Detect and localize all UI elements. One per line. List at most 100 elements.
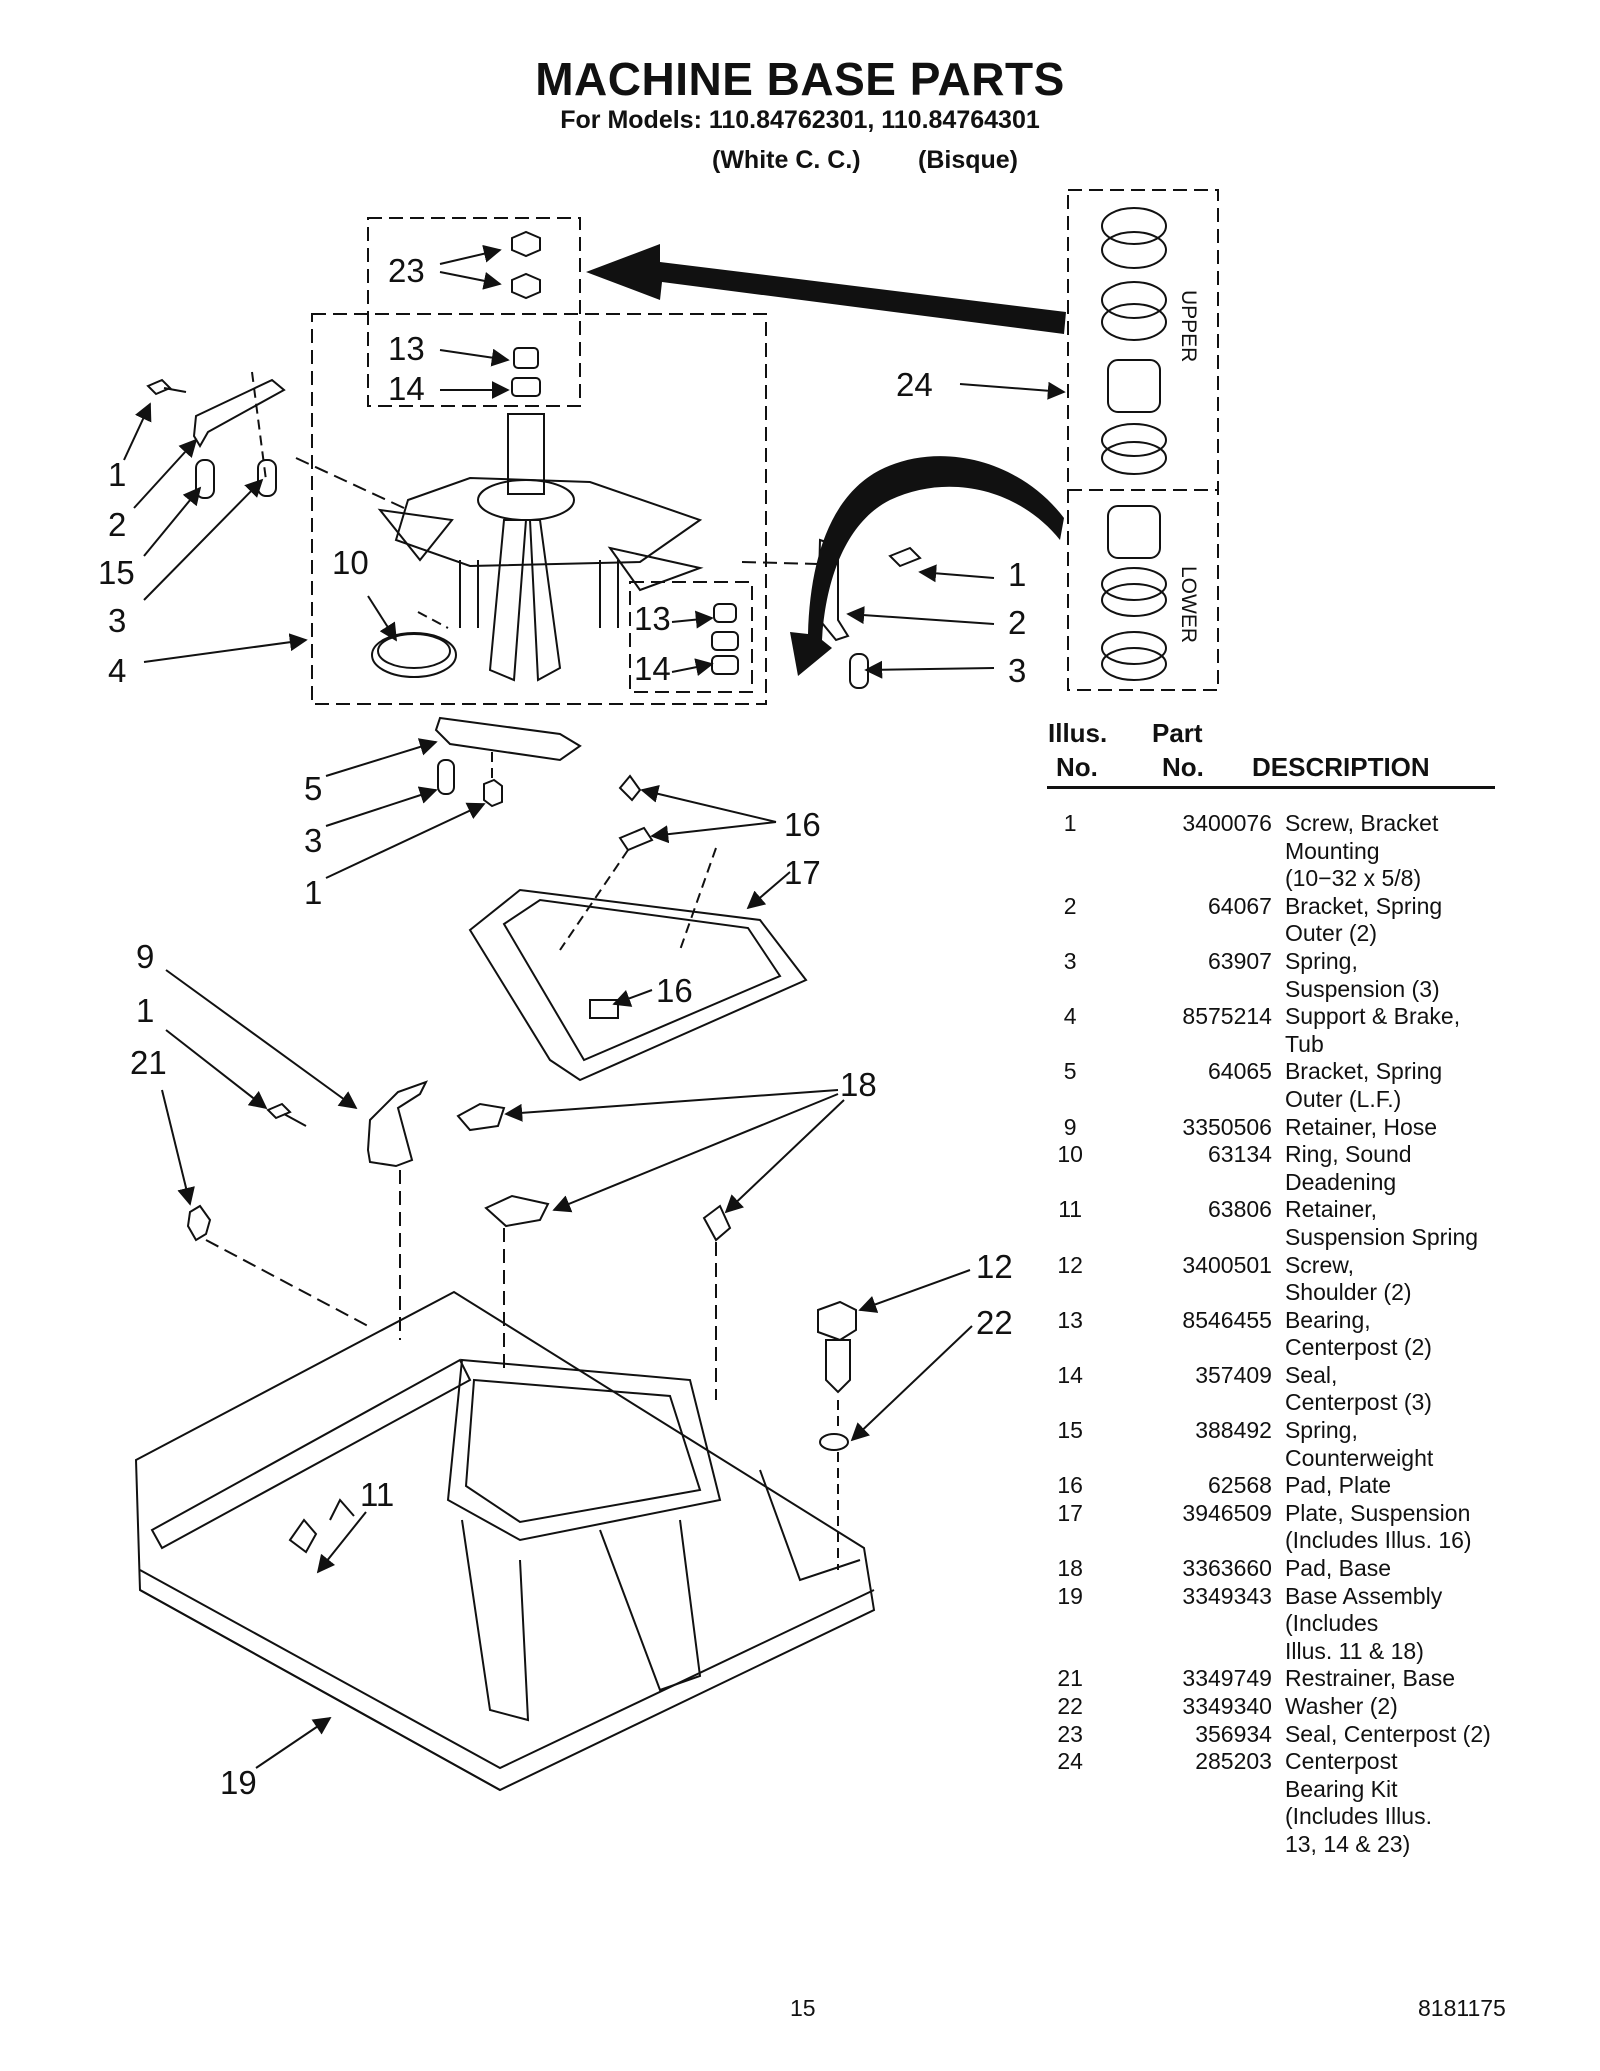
illus-number: 24 [1057, 1748, 1083, 1775]
illus-number: 16 [1057, 1472, 1083, 1499]
callout-10: 10 [332, 544, 369, 581]
illus-number: 4 [1063, 1003, 1077, 1030]
part-description: Ring, Sound Deadening [1284, 1141, 1412, 1195]
part-number: 285203 [1195, 1748, 1272, 1775]
callout-22: 22 [976, 1304, 1013, 1341]
part-number: 3400501 [1182, 1251, 1272, 1278]
part-number: 63907 [1207, 947, 1272, 974]
illus-number: 17 [1057, 1499, 1083, 1526]
callout-5: 5 [304, 770, 322, 807]
illus-number: 5 [1063, 1058, 1077, 1085]
header-illus-line1: Illus. [1048, 718, 1108, 748]
part-description: Base Assembly (Includes Illus. 11 & 18) [1284, 1582, 1443, 1664]
part-number: 8575214 [1182, 1003, 1272, 1030]
callout-3-lower: 3 [304, 822, 322, 859]
seal-23-drawing [511, 230, 541, 300]
part-number: 63134 [1207, 1141, 1272, 1168]
kit-lower-label: LOWER [1177, 566, 1200, 643]
page-title: MACHINE BASE PARTS [535, 53, 1065, 105]
callout-16-plate: 16 [656, 972, 693, 1009]
part-number: 64065 [1207, 1058, 1272, 1085]
part-description: Retainer, Suspension Spring [1284, 1196, 1479, 1250]
part-number: 64067 [1207, 892, 1272, 919]
header-illus-line2: No. [1056, 752, 1098, 782]
table-row: 4 8575214 Support & Brake, Tub [1047, 1003, 1507, 1058]
illus-number: 1 [1063, 810, 1077, 836]
part-description: Pad, Base [1284, 1555, 1392, 1582]
part-number: 3349340 [1182, 1693, 1272, 1719]
illus-number: 14 [1057, 1361, 1083, 1388]
illus-number: 9 [1063, 1113, 1077, 1140]
callout-14-box: 14 [634, 650, 671, 687]
illus-number: 3 [1063, 947, 1077, 974]
header-part-line2: No. [1162, 752, 1204, 782]
part-description: Spring, Suspension (3) [1284, 947, 1440, 1002]
callout-17: 17 [784, 854, 821, 891]
part-description: Spring, Counterweight [1284, 1417, 1434, 1471]
part-description: Support & Brake, Tub [1284, 1003, 1461, 1057]
parts-table-body: 1 3400076 Screw, Bracket Mounting (10−32 x… [1047, 810, 1507, 1859]
part-number: 357409 [1195, 1361, 1272, 1388]
part-description: Centerpost Bearing Kit (Includes Illus. … [1284, 1748, 1432, 1857]
callout-1-left: 1 [108, 456, 126, 493]
illus-number: 18 [1057, 1555, 1083, 1582]
callout-16-top: 16 [784, 806, 821, 843]
part-number: 8546455 [1182, 1306, 1272, 1333]
illus-number: 11 [1058, 1196, 1083, 1223]
callout-24: 24 [896, 366, 933, 403]
callout-3-right: 3 [1008, 652, 1026, 689]
part-description: Bearing, Centerpost (2) [1284, 1306, 1432, 1361]
part-description: Screw, Bracket Mounting (10−32 x 5/8) [1284, 810, 1439, 892]
table-row: 1 3400076 Screw, Bracket Mounting (10−32 x… [1047, 810, 1507, 893]
callout-1-lower: 1 [304, 874, 322, 911]
part-description: Restrainer, Base [1284, 1665, 1455, 1692]
table-row: 24 285203 Centerpost Bearing Kit (Includes… [1047, 1748, 1507, 1858]
part-number: 3400076 [1182, 810, 1272, 836]
model-2-color: (Bisque) [918, 146, 1018, 174]
callout-13: 13 [388, 330, 425, 367]
callout-1-hose: 1 [136, 992, 154, 1029]
part-description: Seal, Centerpost (2) [1284, 1720, 1491, 1747]
callout-3-left: 3 [108, 602, 126, 639]
callout-15: 15 [98, 554, 135, 591]
models-subtitle: For Models: 110.84762301, 110.84764301 [560, 106, 1040, 134]
part-description: Seal, Centerpost (3) [1284, 1361, 1432, 1416]
illus-number: 15 [1057, 1417, 1083, 1444]
callout-numbers: 23 13 14 24 1 2 15 3 4 10 13 14 1 2 3 5 … [98, 252, 1026, 1801]
table-header-rule [1047, 786, 1495, 789]
callout-23: 23 [388, 252, 425, 289]
illus-number: 2 [1063, 892, 1077, 919]
part-description: Retainer, Hose [1284, 1113, 1438, 1140]
part-number: 3349343 [1182, 1582, 1272, 1609]
illus-number: 12 [1057, 1251, 1083, 1278]
callout-18: 18 [840, 1066, 877, 1103]
callout-9: 9 [136, 938, 154, 975]
kit-upper-label: UPPER [1177, 290, 1200, 362]
callout-2-right: 2 [1008, 604, 1026, 641]
callout-12: 12 [976, 1248, 1013, 1285]
part-description: Washer (2) [1284, 1693, 1398, 1719]
header-part-line1: Part [1152, 718, 1203, 748]
table-row: 14 357409 Seal, Centerpost (3) [1047, 1362, 1507, 1417]
part-number: 3349749 [1182, 1665, 1272, 1692]
illus-number: 21 [1057, 1665, 1083, 1692]
callout-19: 19 [220, 1764, 257, 1801]
callout-13-box: 13 [634, 600, 671, 637]
part-number: 3350506 [1182, 1113, 1272, 1140]
table-row: 22 3349340 Washer (2) [1047, 1693, 1507, 1721]
part-number: 356934 [1195, 1720, 1272, 1747]
part-number: 62568 [1207, 1472, 1272, 1499]
callout-4: 4 [108, 652, 126, 689]
illus-number: 10 [1057, 1141, 1083, 1168]
model-1-color: (White C. C.) [712, 146, 861, 174]
illus-number: 22 [1057, 1693, 1083, 1719]
